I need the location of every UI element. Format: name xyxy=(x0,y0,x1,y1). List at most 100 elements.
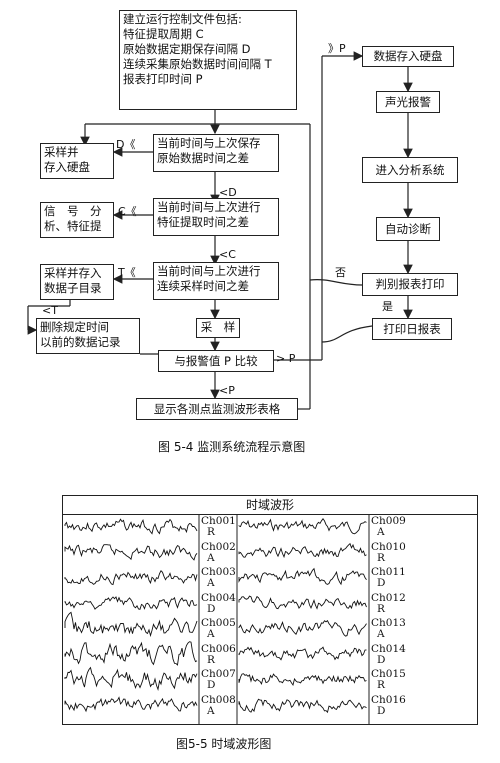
label-less-d: <D xyxy=(219,186,237,199)
label-greater-p-top: 》P xyxy=(328,42,346,55)
label-less-c: <C xyxy=(219,248,236,261)
channel-tag: D xyxy=(377,704,386,717)
signal-line-1: 信 号 分 xyxy=(44,204,102,218)
waveform-trace-right-2 xyxy=(238,542,367,559)
channel-name: Ch004 xyxy=(201,591,236,604)
channel-name: Ch005 xyxy=(201,617,236,629)
label-greater-p: > P xyxy=(276,352,296,365)
auto-diagnosis-box: 自动诊断 xyxy=(376,217,440,241)
channel-tag: D xyxy=(207,679,216,691)
delete-line-2: 以前的数据记录 xyxy=(40,335,121,349)
channel-name: Ch003 xyxy=(201,566,236,578)
waveform-trace-left-1 xyxy=(64,518,198,535)
channel-tag: D xyxy=(377,653,386,666)
waveform-traces xyxy=(64,514,370,724)
delete-line-1: 删除规定时间 xyxy=(40,320,109,334)
cond-feature-line-2: 特征提取时间之差 xyxy=(157,215,249,229)
channel-name: Ch002 xyxy=(201,540,236,553)
cond-sample-box: 当前时间与上次进行 连续采样时间之差 xyxy=(153,262,279,300)
cond-save-line-2: 原始数据时间之差 xyxy=(157,151,249,165)
waveform-title: 时域波形 xyxy=(63,496,477,515)
channel-tag: A xyxy=(207,704,215,717)
channel-tag: A xyxy=(207,577,215,589)
judge-report-print-box: 判别报表打印 xyxy=(362,273,458,296)
waveform-trace-left-7 xyxy=(64,666,198,691)
waveform-trace-left-2 xyxy=(64,544,198,561)
init-line-1: 建立运行控制文件包括: xyxy=(123,12,242,26)
label-less-t: <T xyxy=(42,304,58,317)
channel-tag: D xyxy=(207,602,216,615)
label-c-greater: C《 xyxy=(118,205,137,218)
label-no: 否 xyxy=(335,266,346,279)
channel-name: Ch010 xyxy=(371,540,406,553)
sound-light-alarm-box: 声光报警 xyxy=(376,91,440,113)
label-d-greater: D《 xyxy=(116,138,136,151)
cond-sample-line-1: 当前时间与上次进行 xyxy=(157,264,261,278)
channel-tag: R xyxy=(377,602,385,615)
channel-tag: R xyxy=(207,653,215,666)
subdir-line-1: 采样并存入 xyxy=(44,266,102,280)
cond-save-line-1: 当前时间与上次保存 xyxy=(157,136,261,150)
compare-alarm-box: 与报警值 P 比较 xyxy=(158,350,274,372)
channel-name: Ch009 xyxy=(371,515,406,527)
sampling-box: 采 样 xyxy=(196,318,240,338)
channel-tag: R xyxy=(377,679,385,691)
channel-name: Ch013 xyxy=(371,617,406,629)
cond-sample-line-2: 连续采样时间之差 xyxy=(157,279,249,293)
waveform-trace-left-6 xyxy=(64,641,198,666)
channel-name: Ch007 xyxy=(201,668,236,680)
display-waveform-table-box: 显示各测点监测波形表格 xyxy=(136,398,298,420)
channel-tag: A xyxy=(207,628,215,640)
waveform-trace-left-3 xyxy=(64,570,198,586)
channel-name: Ch006 xyxy=(201,642,236,655)
channel-tag: A xyxy=(207,551,215,564)
channel-name: Ch008 xyxy=(201,693,236,706)
init-line-5: 报表打印时间 P xyxy=(123,72,203,86)
waveform-trace-right-6 xyxy=(238,646,367,661)
waveform-trace-right-1 xyxy=(238,518,367,535)
init-control-file-box: 建立运行控制文件包括: 特征提取周期 C 原始数据定期保存间隔 D 连续采集原始… xyxy=(119,10,297,110)
channel-tag: R xyxy=(377,551,385,564)
sample-subdir-box: 采样并存入 数据子目录 xyxy=(40,264,114,300)
label-t-greater: T《 xyxy=(118,266,136,279)
label-yes: 是 xyxy=(382,300,393,313)
waveform-trace-right-5 xyxy=(238,620,367,637)
init-line-4: 连续采集原始数据时间间隔 T xyxy=(123,57,272,71)
delete-old-records-box: 删除规定时间 以前的数据记录 xyxy=(36,318,140,354)
waveform-trace-right-7 xyxy=(238,673,367,687)
channel-tag: A xyxy=(377,526,385,538)
figure-caption-5-5: 图5-5 时域波形图 xyxy=(176,737,272,751)
init-line-3: 原始数据定期保存间隔 D xyxy=(123,42,251,56)
sample-disk-line-2: 存入硬盘 xyxy=(44,160,90,174)
channel-tag: R xyxy=(207,526,215,538)
sample-disk-line-1: 采样并 xyxy=(44,145,79,159)
save-to-disk-box: 数据存入硬盘 xyxy=(362,46,454,67)
subdir-line-2: 数据子目录 xyxy=(44,281,102,295)
print-daily-report-box: 打印日报表 xyxy=(372,318,452,340)
init-line-2: 特征提取周期 C xyxy=(123,27,204,41)
signal-analysis-box: 信 号 分 析、特征提 xyxy=(40,202,114,238)
cond-feature-box: 当前时间与上次进行 特征提取时间之差 xyxy=(153,198,279,236)
signal-line-2: 析、特征提 xyxy=(44,219,102,233)
channel-name: Ch015 xyxy=(371,668,406,680)
channel-tag: A xyxy=(377,628,385,640)
waveform-trace-right-3 xyxy=(238,567,367,586)
waveform-trace-left-4 xyxy=(64,596,198,610)
channel-name: Ch016 xyxy=(371,693,406,706)
